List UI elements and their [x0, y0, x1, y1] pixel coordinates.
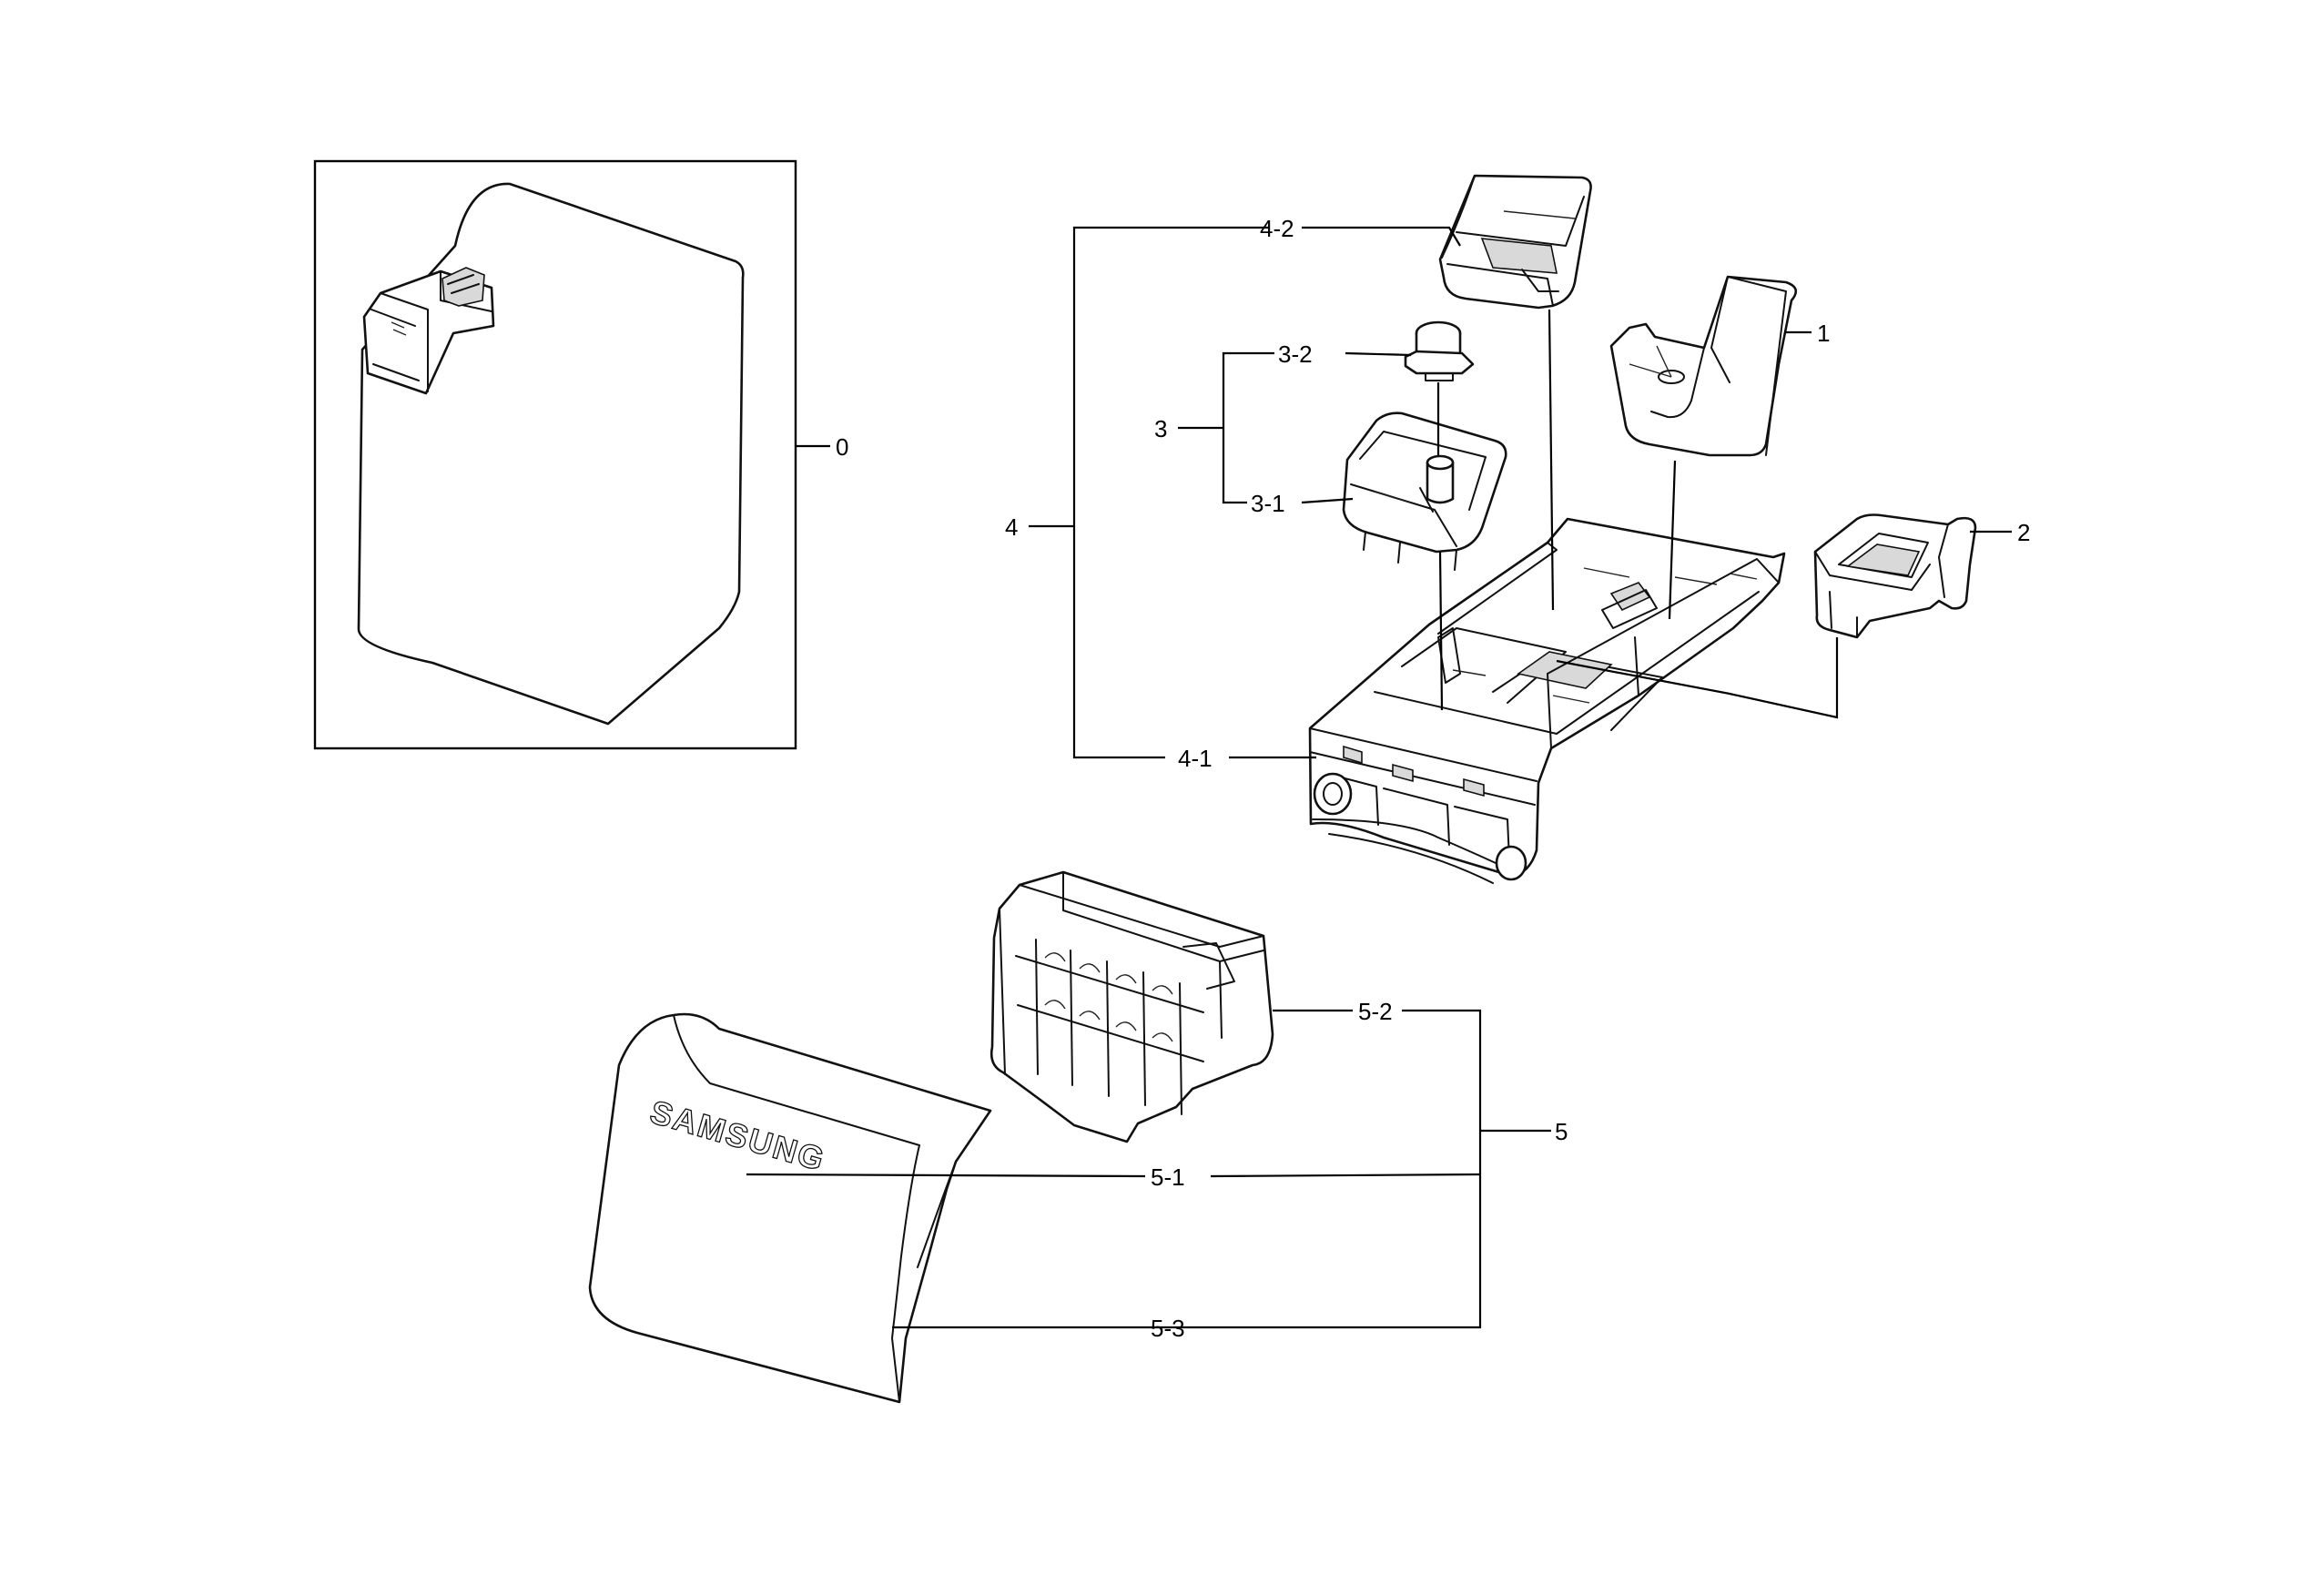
callout-labels: 0 1 2 3 3-2 3-1 4 4-2 4-1 5 5-2 5-1 5-3	[836, 215, 2030, 1342]
callout-3-2: 3-2	[1278, 340, 1313, 368]
part-1-detergent-cup	[1609, 275, 1798, 457]
cabinet-panel	[357, 182, 745, 726]
leader-4-2	[1302, 226, 1461, 247]
leader-5-1	[746, 1173, 1481, 1178]
bracket-5	[892, 1009, 1482, 1329]
leader-lines	[746, 226, 2012, 1329]
callout-3: 3	[1154, 415, 1167, 442]
callout-2: 2	[2017, 519, 2030, 546]
callout-4-1: 4-1	[1178, 745, 1213, 772]
part-5-2-drawer-frame	[989, 870, 1274, 1143]
callout-0: 0	[836, 433, 848, 461]
callout-4: 4	[1005, 513, 1018, 541]
leader-3-2	[1345, 351, 1412, 357]
callout-4-2: 4-2	[1260, 215, 1294, 242]
callout-5-2: 5-2	[1358, 998, 1393, 1025]
part-5-1-5-3-drawer-handle: SAMSUNG	[588, 1012, 992, 1404]
part-0-assembly-view	[313, 159, 797, 750]
callout-5-1: 5-1	[1151, 1163, 1185, 1191]
callout-1: 1	[1817, 320, 1830, 347]
part-3-2-float-cap	[1404, 320, 1475, 381]
part-4-2-top-cup	[1438, 174, 1592, 310]
part-4-1-dispenser-housing	[1308, 517, 1786, 884]
callout-3-1: 3-1	[1251, 490, 1285, 517]
part-2-softener-cup	[1813, 513, 1977, 639]
callout-5: 5	[1555, 1118, 1568, 1145]
leader-3-1	[1301, 497, 1354, 504]
part-3-1-siphon-cup	[1342, 411, 1507, 571]
callout-5-3: 5-3	[1151, 1315, 1185, 1342]
bracket-4	[1072, 226, 1270, 759]
assembly-frame	[313, 159, 797, 750]
bracket-3	[1222, 351, 1274, 504]
